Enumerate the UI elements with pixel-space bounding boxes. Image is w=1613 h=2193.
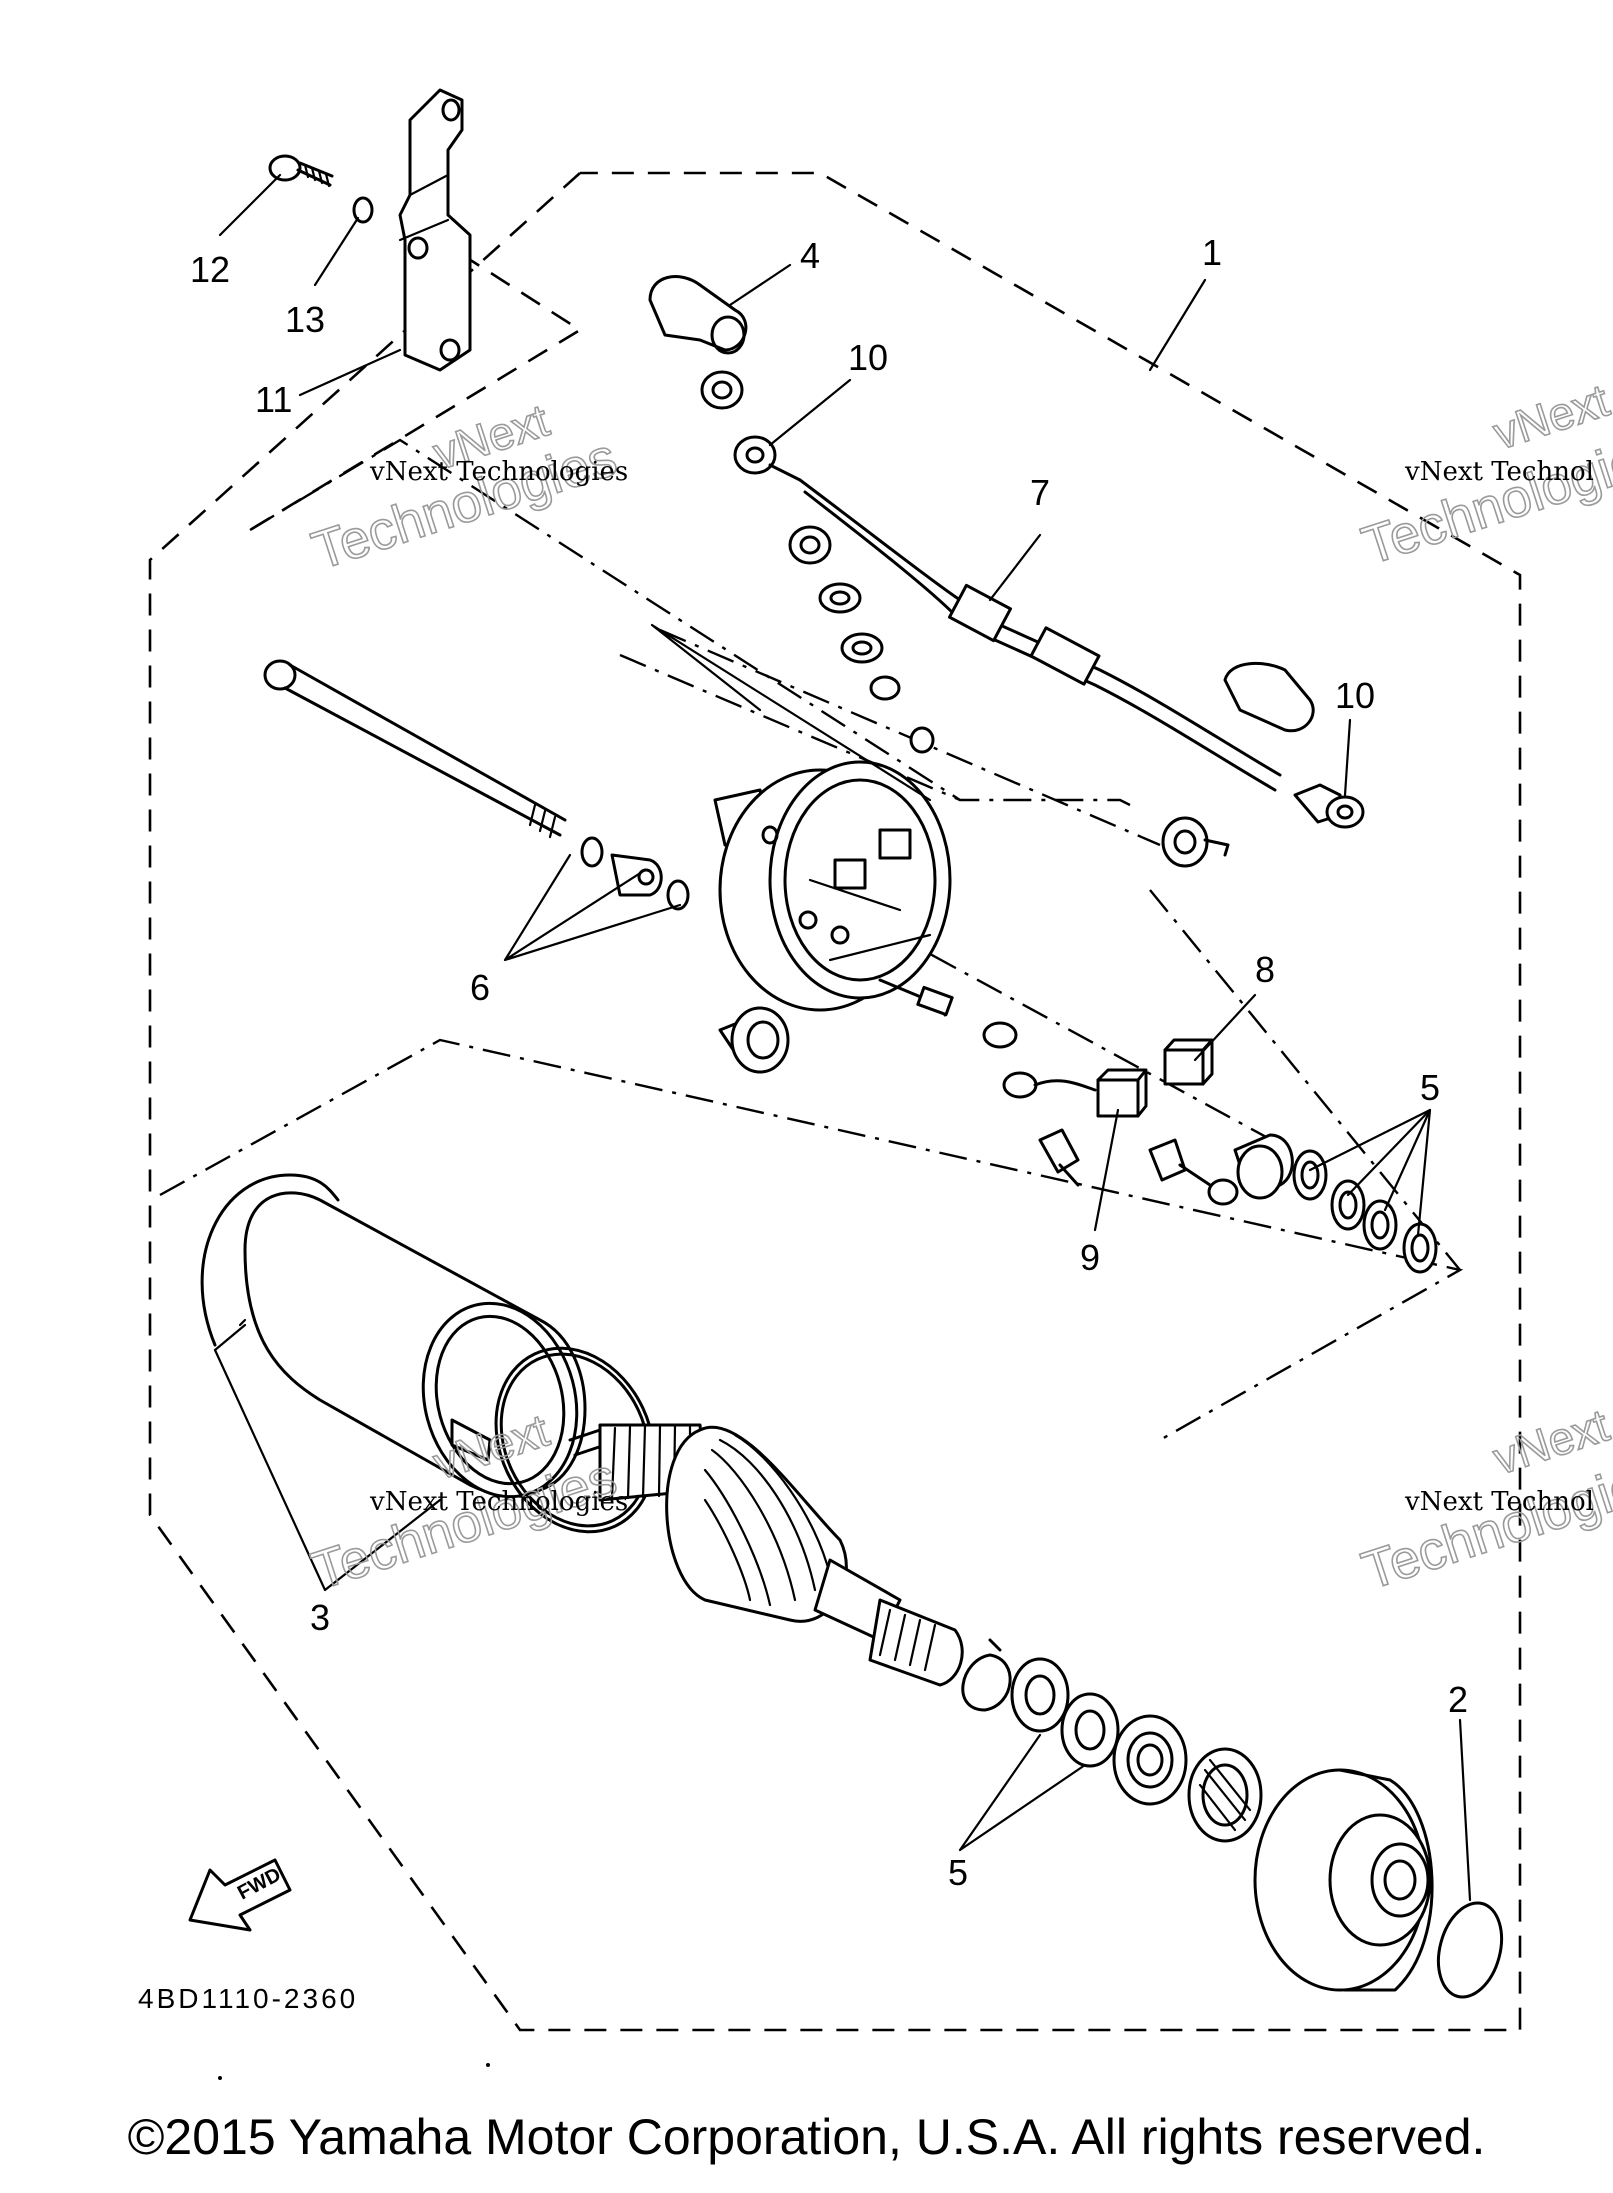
- callout-3: 3: [310, 1597, 330, 1638]
- svg-text:vNext Technologies: vNext Technologies: [369, 457, 628, 487]
- watermark-top-right: vNext Technologies vNext Technol: [1354, 373, 1613, 577]
- brush-8: [1163, 1038, 1214, 1086]
- guide-axis-2: [839, 903, 1291, 1152]
- callout-11: 11: [255, 379, 292, 420]
- part-code: 4BD1110-2360: [138, 1983, 358, 2014]
- svg-text:vNext Technologies: vNext Technologies: [369, 1487, 628, 1517]
- rear-cover: [713, 760, 952, 1012]
- callout-12: 12: [190, 249, 230, 290]
- through-bolt: [263, 659, 567, 839]
- circlip: [961, 1638, 1012, 1712]
- callout-13: 13: [285, 299, 325, 340]
- yoke-o-ring: [494, 1346, 656, 1534]
- guide-plane-lower: [159, 1038, 1464, 1442]
- callout-10-upper: 10: [848, 337, 888, 378]
- svg-text:vNext Technol: vNext Technol: [1404, 1487, 1594, 1517]
- callout-5-lower: 5: [948, 1852, 968, 1893]
- terminal-lower: [1293, 783, 1365, 829]
- needle-bearing: [1187, 1747, 1263, 1843]
- leader-lines: [213, 173, 1472, 1902]
- rear-bearing: [1161, 816, 1230, 868]
- brush-lead: [1002, 1071, 1097, 1099]
- speck: [486, 2063, 490, 2067]
- callout-8: 8: [1255, 949, 1275, 990]
- speck: [218, 2076, 222, 2080]
- rear-shims: [1292, 1149, 1438, 1274]
- bracket-washer: [352, 196, 374, 224]
- svg-text:vNext Technol: vNext Technol: [1404, 457, 1594, 487]
- terminal-cap: [648, 275, 748, 410]
- terminal-upper: [733, 435, 802, 482]
- copyright-notice: ©2015 Yamaha Motor Corporation, U.S.A. A…: [127, 2109, 1486, 2165]
- callout-2: 2: [1448, 1679, 1468, 1720]
- watermark-top-left: vNext Technologies vNext Technologies: [304, 393, 628, 582]
- callout-5-upper: 5: [1420, 1067, 1440, 1108]
- brush-9: [1096, 1068, 1148, 1118]
- callout-1: 1: [1202, 232, 1222, 273]
- terminal-boot: [1223, 661, 1315, 733]
- bracket-bolt: [268, 154, 334, 188]
- lead-wire: [798, 478, 1282, 792]
- callout-9: 9: [1080, 1237, 1100, 1278]
- callout-10-lower: 10: [1335, 675, 1375, 716]
- svg-text:Technologies: Technologies: [1355, 1447, 1613, 1601]
- callout-4: 4: [800, 235, 820, 276]
- through-bolt-hardware: [580, 836, 690, 911]
- lead-washer: [982, 1021, 1018, 1049]
- insulator-stack: [788, 525, 935, 754]
- callout-6: 6: [470, 967, 490, 1008]
- armature: [568, 1423, 964, 1687]
- watermark-mid-right: vNext Technologies vNext Technol: [1354, 1398, 1613, 1602]
- yoke-assembly: [200, 1173, 587, 1499]
- brush-plate-clip: [718, 1006, 790, 1074]
- front-cover: [1253, 1768, 1434, 1992]
- callout-7: 7: [1030, 472, 1050, 513]
- mounting-bracket: [398, 88, 472, 372]
- front-bearing: [1112, 1714, 1188, 1806]
- front-o-ring: [1436, 1901, 1504, 1999]
- assembly-boundary: [148, 171, 1522, 2032]
- rear-bushing: [1233, 1133, 1294, 1200]
- front-shims: [1010, 1657, 1120, 1768]
- fwd-arrow-icon: FWD: [188, 1858, 292, 1932]
- brush-spring: [878, 978, 954, 1017]
- brush-holder-screw: [1038, 1128, 1239, 1206]
- guide-plane-brush: [619, 653, 961, 802]
